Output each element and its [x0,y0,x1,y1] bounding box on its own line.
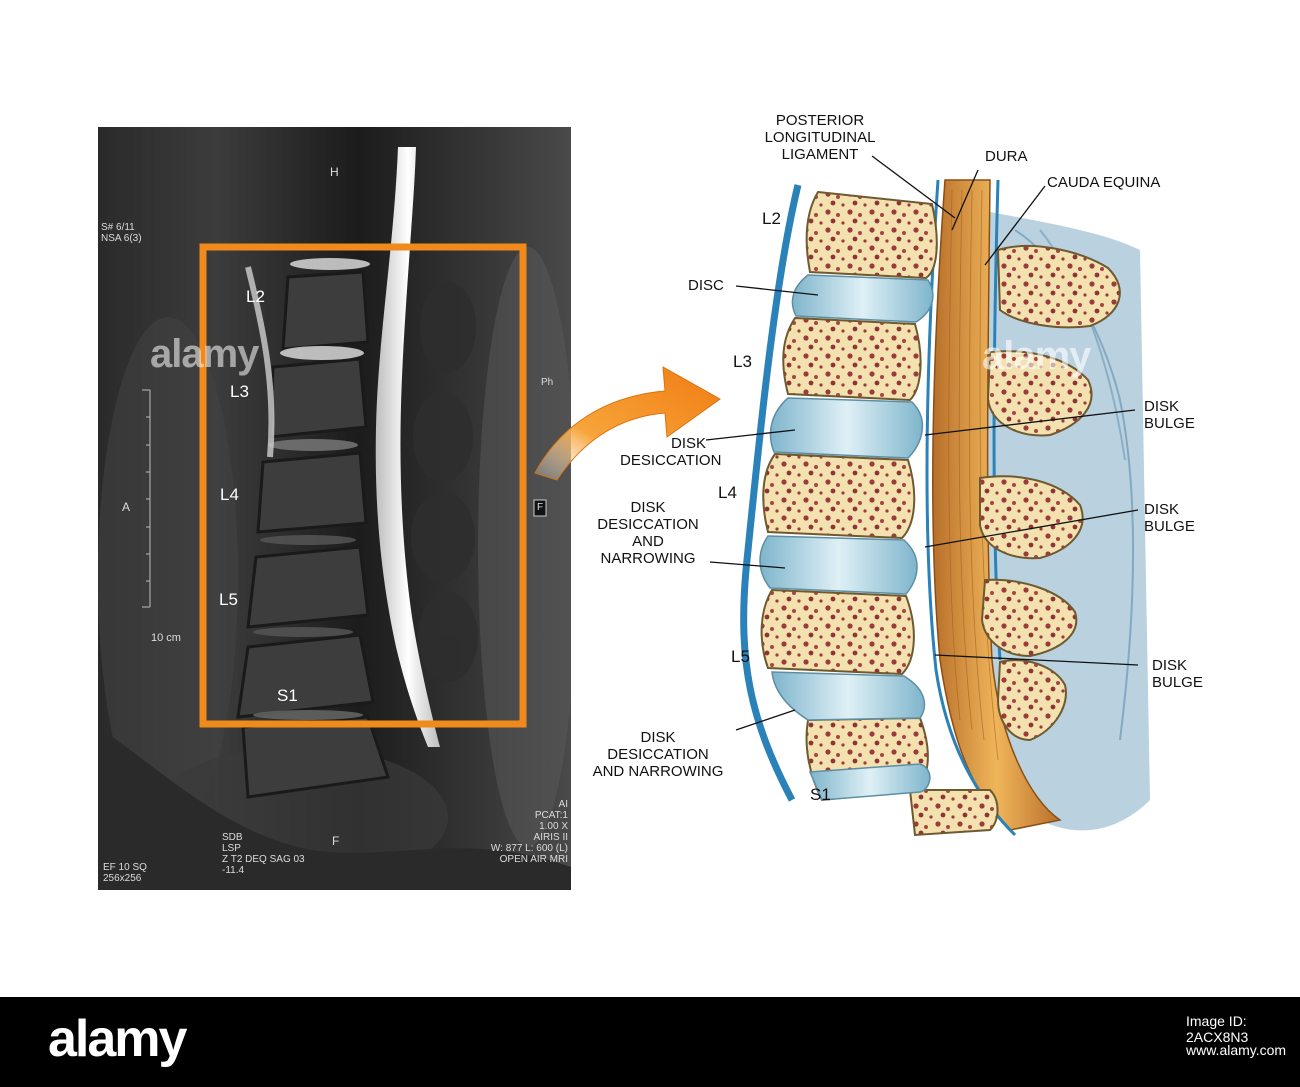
label-line: DISK [1144,501,1180,518]
mri-info-bottom-right: AI PCAT:1 1.00 X AIRIS II W: 877 L: 600 … [440,799,568,865]
mri-info-line: S# 6/11 [101,222,135,233]
footer-image-id: Image ID: 2ACX8N3 [1186,1013,1249,1045]
label-dura: DURA [985,148,1028,165]
mri-scale-label: 10 cm [151,632,181,644]
mri-info-line: 256x256 [103,873,142,884]
mri-level-l3: L3 [230,382,249,401]
label-line: AND [632,533,664,550]
label-disk-desiccation-narrowing-2: DISK DESICCATION AND NARROWING [576,729,740,780]
mri-info-line: -11.4 [222,865,245,876]
mri-scan [98,127,571,890]
mri-info-line: OPEN AIR MRI [499,854,568,865]
mri-orient-head: H [330,165,339,179]
mri-info-line: W: 877 L: 600 (L) [490,843,568,854]
footer-bar: alamy Image ID: 2ACX8N3 www.alamy.com [0,997,1300,1087]
label-line: DISK [1152,657,1188,674]
label-disk-bulge-2: DISK BULGE [1144,501,1195,535]
mri-info-line: EF 10 SQ [103,862,147,873]
mri-orient-foot: F [332,834,340,848]
label-line: DESICCATION [607,746,709,763]
mri-vertebral-bodies [236,270,390,799]
mri-info-line: SDB [222,832,243,843]
level-label-l2: L2 [762,209,781,228]
intervertebral-discs [759,274,934,801]
mri-info-bottom-center: SDB LSP Z T2 DEQ SAG 03 -11.4 [222,832,305,876]
label-posterior-longitudinal-ligament: POSTERIOR LONGITUDINAL LIGAMENT [740,112,900,163]
level-label-s1: S1 [810,785,831,804]
mri-info-line: 1.00 X [539,821,568,832]
watermark: alamy [982,334,1091,378]
mri-info-line: AI [558,799,568,810]
mri-info-bottom-left: EF 10 SQ 256x256 [103,862,147,884]
label-line: DISK [670,435,706,452]
mri-orient-posterior: F [537,502,544,513]
label-line: DISK [1144,398,1180,415]
label-line: LIGAMENT [781,146,859,163]
label-cauda-equina: CAUDA EQUINA [1047,174,1161,191]
mri-level-s1: S1 [277,686,298,705]
label-line: BULGE [1144,518,1195,535]
posterior-elements [979,245,1121,742]
label-line: NARROWING [600,550,696,567]
mri-scale-bar [142,389,151,608]
label-line: BULGE [1152,674,1203,691]
label-disk-bulge-3: DISK BULGE [1152,657,1203,691]
level-label-l5: L5 [731,647,750,666]
orange-arrow-icon [534,366,721,481]
mri-discs [253,258,370,720]
mri-level-l5: L5 [219,590,238,609]
spine-illustration [705,155,1150,837]
label-disk-desiccation-1: DISK DESICCATION [620,435,722,469]
mri-info-line: LSP [222,843,241,854]
mri-level-l2: L2 [246,287,265,306]
label-line: POSTERIOR [775,112,865,129]
label-leader-lines [705,155,1139,731]
highlight-box [199,243,527,728]
label-line: DISK [630,499,666,516]
mri-level-l4: L4 [220,485,239,504]
label-line: BULGE [1144,415,1195,432]
watermark: alamy [150,332,259,376]
mri-info-line: Z T2 DEQ SAG 03 [222,854,305,865]
label-line: AND NARROWING [592,763,724,780]
level-label-l3: L3 [733,352,752,371]
vertebral-bodies [760,190,999,837]
label-disk-desiccation-narrowing-1: DISK DESICCATION AND NARROWING [584,499,712,567]
level-label-l4: L4 [718,483,737,502]
label-disc: DISC [688,277,724,294]
label-line: DESICCATION [620,452,722,469]
mri-info-top-left: S# 6/11 NSA 6(3) [101,222,142,244]
mri-info-line: AIRIS II [533,832,568,843]
cauda-equina [932,179,1062,831]
mri-orient-anterior: A [122,500,131,514]
mri-info-line: NSA 6(3) [101,233,142,244]
footer-site-url: www.alamy.com [1186,1042,1287,1058]
label-line: DISK [640,729,676,746]
mri-orient-ph: Ph [541,377,554,388]
footer-logo: alamy [48,1010,187,1068]
label-line: LONGITUDINAL [764,129,876,146]
mri-csf-column [375,147,440,747]
mri-info-line: PCAT:1 [534,810,568,821]
label-line: DESICCATION [597,516,699,533]
label-disk-bulge-1: DISK BULGE [1144,398,1195,432]
